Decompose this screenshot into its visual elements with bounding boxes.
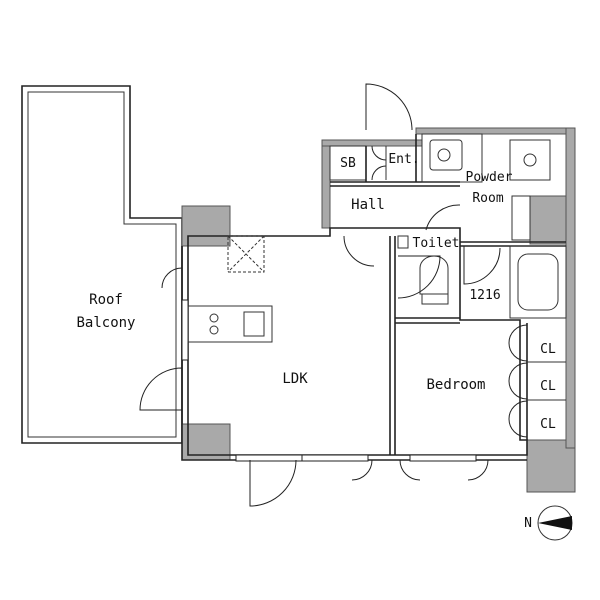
- label-closet-1: CL: [540, 342, 556, 357]
- roof-balcony: [21, 85, 183, 444]
- label-bedroom: Bedroom: [426, 377, 485, 393]
- label-powder-room-2: Room: [472, 191, 503, 206]
- doors: [139, 235, 489, 507]
- windows: [181, 299, 477, 462]
- label-entrance: Ent.: [388, 152, 419, 167]
- kitchen: [187, 235, 273, 343]
- label-ldk: LDK: [282, 371, 308, 387]
- label-closet-3: CL: [540, 417, 556, 432]
- toilet: [397, 235, 449, 305]
- bath: [463, 245, 567, 319]
- label-sb: SB: [340, 156, 356, 171]
- label-roof-balcony-1: Roof: [89, 292, 123, 308]
- compass-needle-icon: [538, 516, 572, 530]
- label-powder-room-1: Powder: [466, 170, 513, 185]
- compass: N: [524, 505, 573, 541]
- closets: [508, 323, 566, 440]
- label-roof-balcony-2: Balcony: [76, 315, 135, 331]
- compass-north-label: N: [524, 516, 532, 531]
- label-closet-2: CL: [540, 379, 556, 394]
- room-labels: Roof Balcony LDK Bedroom Hall SB Ent. Po…: [76, 152, 556, 432]
- label-toilet: Toilet: [413, 236, 460, 251]
- label-hall: Hall: [351, 197, 385, 213]
- label-bath-size: 1216: [469, 288, 500, 303]
- main-perimeter: [181, 227, 528, 461]
